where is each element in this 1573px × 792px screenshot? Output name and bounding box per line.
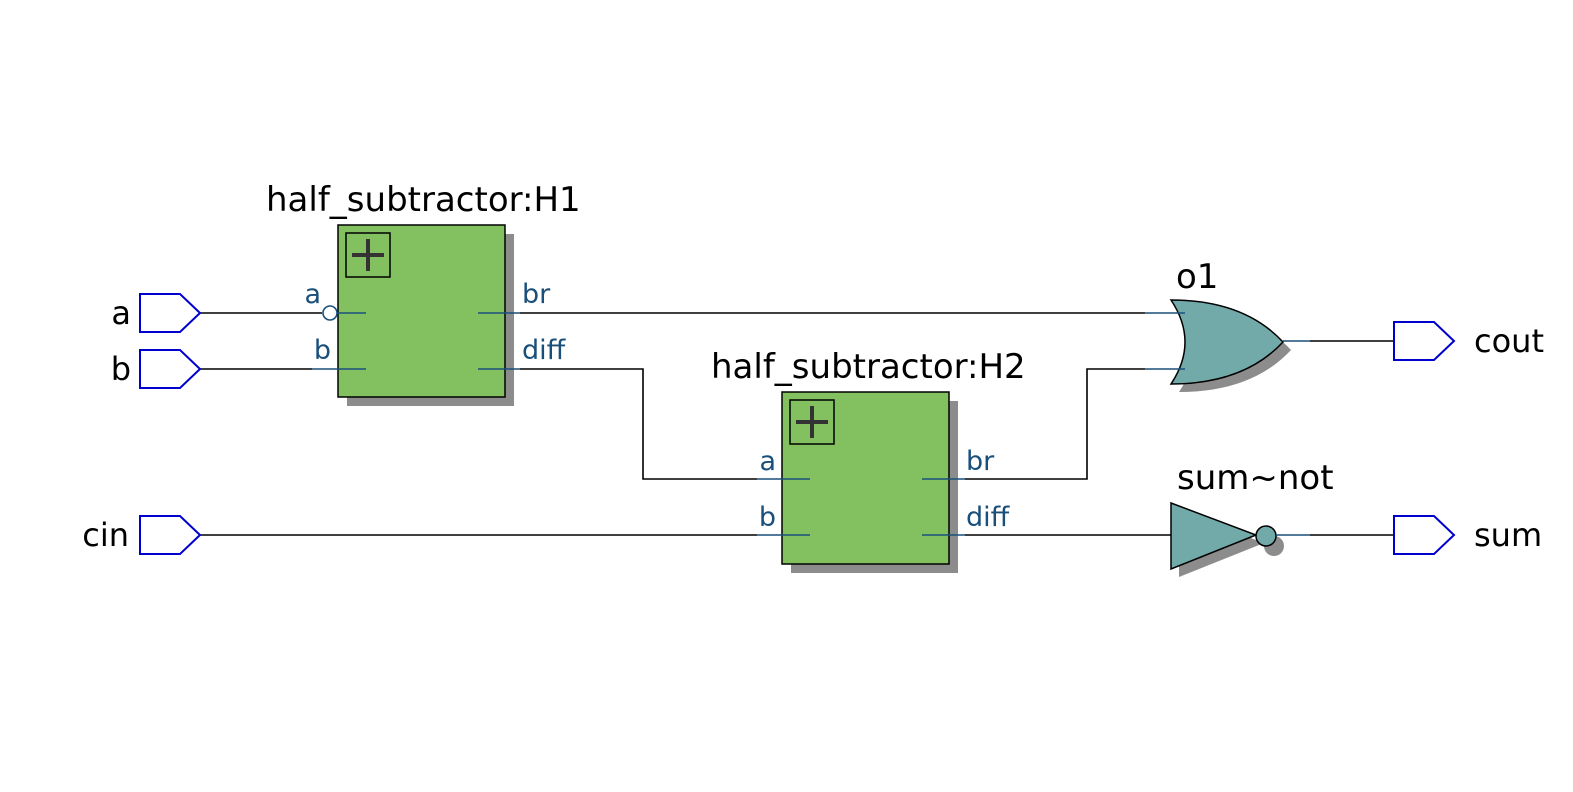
instance-label-sum-not: sum~not [1177,458,1334,498]
input-port-cin[interactable]: cin [82,515,202,555]
input-port-icon [139,349,202,389]
output-port-cout[interactable]: cout [1393,321,1544,361]
wires [200,312,1394,536]
output-port-icon [1393,515,1456,555]
pin-label-h2-b: b [759,502,776,533]
input-port-icon [139,293,202,333]
output-port-icon [1393,321,1456,361]
input-port-a[interactable]: a [111,293,202,333]
or-gate-icon[interactable] [1169,299,1285,385]
input-port-icon [139,515,202,555]
output-port-sum[interactable]: sum [1393,515,1542,555]
port-label-cin: cin [82,516,129,554]
plus-icon[interactable] [789,399,835,445]
pin-label-h2-a: a [759,446,776,477]
instance-h1[interactable]: half_subtractor:H1 a b br diff [266,180,581,406]
pin-label-h1-br: br [522,279,551,310]
block-body-h2[interactable] [781,391,950,565]
pin-label-h1-b: b [314,335,331,366]
pin-label-h2-diff: diff [966,502,1011,533]
inversion-bubble-icon [322,305,338,321]
pin-label-h2-br: br [966,446,995,477]
wire-h2-br-to-o1[interactable] [965,368,1145,480]
port-label-a: a [111,294,131,332]
instance-o1[interactable]: o1 [1145,257,1310,392]
pin-label-h1-a: a [304,279,321,310]
pin-label-h1-diff: diff [522,335,567,366]
not-gate-icon[interactable] [1170,501,1259,571]
instance-label-o1: o1 [1176,257,1218,297]
plus-icon[interactable] [345,232,391,278]
wire-h1-diff-to-h2-a[interactable] [520,368,757,480]
port-label-cout: cout [1474,322,1544,360]
port-label-sum: sum [1474,516,1542,554]
port-label-b: b [111,350,131,388]
instance-label-h2: half_subtractor:H2 [711,347,1026,387]
instance-sum-not[interactable]: sum~not [1170,458,1334,577]
instance-h2[interactable]: half_subtractor:H2 a b br diff [711,347,1026,573]
instance-label-h1: half_subtractor:H1 [266,180,581,220]
input-port-b[interactable]: b [111,349,202,389]
block-body-h1[interactable] [337,224,506,398]
inversion-bubble-icon [1255,525,1277,547]
